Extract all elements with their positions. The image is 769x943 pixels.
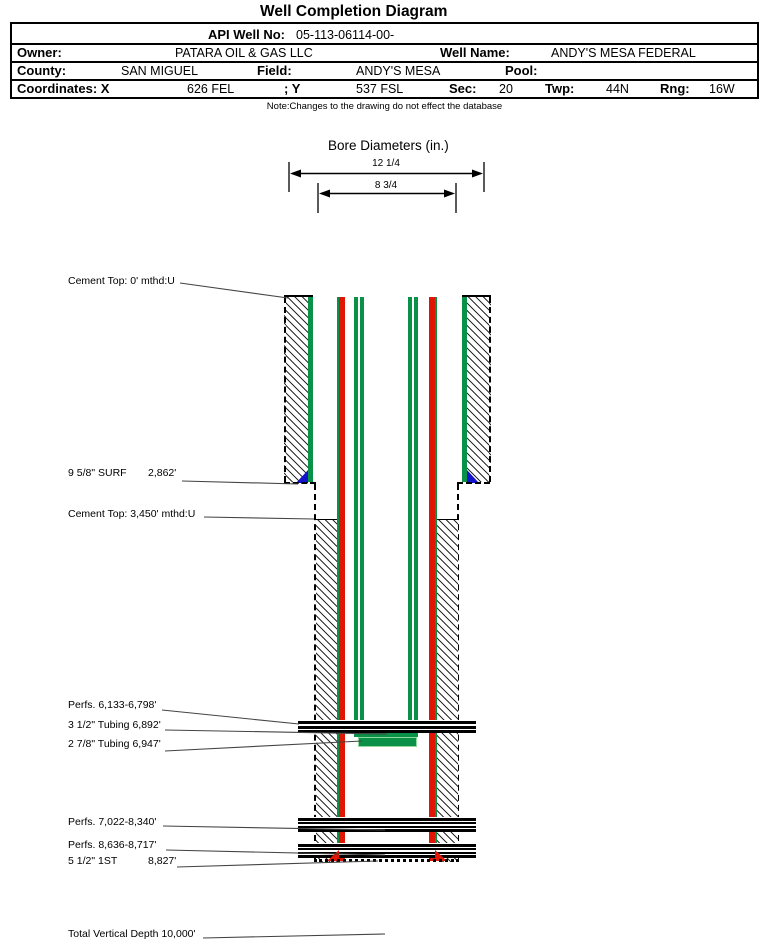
perfs-3-label: Perfs. 8,636-8,717' xyxy=(68,839,157,851)
twp-value: 44N xyxy=(606,82,629,96)
field-value: ANDY'S MESA xyxy=(356,64,441,78)
production-casing-edge-right xyxy=(435,297,437,861)
perforation-band-3 xyxy=(298,843,476,858)
leader-tvd xyxy=(202,933,386,939)
surface-shoe-marker-left xyxy=(296,470,308,483)
sec-value: 20 xyxy=(499,82,513,96)
perf-line xyxy=(298,721,476,724)
database-note: Note:Changes to the drawing do not effec… xyxy=(266,101,503,112)
bore-inner-dimension-label: 8 3/4 xyxy=(374,180,398,191)
perfs-1-label: Perfs. 6,133-6,798' xyxy=(68,699,157,711)
borehole-wall-left xyxy=(314,484,316,861)
cement-top-production-label: Cement Top: 3,450' mthd:U xyxy=(68,508,196,520)
wellhead-top-edge-right xyxy=(462,295,491,297)
tubing-35-label: 3 1/2" Tubing 6,892' xyxy=(68,719,161,731)
surface-shoe-marker-right xyxy=(467,470,479,483)
production-cement-right xyxy=(437,519,458,862)
well-info-table: API Well No: 05-113-06114-00- Owner: PAT… xyxy=(10,22,759,99)
perf-line xyxy=(298,818,476,821)
surface-casing-right xyxy=(462,297,467,482)
county-label: County: xyxy=(17,63,67,78)
production-casing-depth: 8,827' xyxy=(148,855,177,867)
wellhead-top-edge-left xyxy=(284,295,313,297)
leader-cement-top-surface xyxy=(179,282,289,299)
arrowhead-left-icon xyxy=(290,169,301,178)
cement-top-surface-label: Cement Top: 0' mthd:U xyxy=(68,275,175,287)
perforation-band-1 xyxy=(298,720,476,733)
borehole-wall-right xyxy=(457,484,459,861)
perf-line xyxy=(298,825,476,829)
table-row-divider xyxy=(12,43,757,45)
coordinates-y-label: ; Y xyxy=(284,81,301,96)
tubing-278-wall-right xyxy=(408,297,412,739)
well-name-value: ANDY'S MESA FEDERAL xyxy=(551,46,696,60)
leader-surface-casing xyxy=(181,480,299,485)
perf-line xyxy=(298,821,476,825)
tubing-35-wall-right xyxy=(414,297,418,737)
production-shoe-marker-right xyxy=(435,850,447,861)
well-bottom-edge xyxy=(314,859,459,862)
surface-casing-label: 9 5/8" SURF xyxy=(68,467,127,479)
production-casing-left xyxy=(339,297,345,861)
coordinates-y-value: 537 FSL xyxy=(356,82,404,96)
tubing-278-wall-left xyxy=(360,297,364,739)
perforation-band-2 xyxy=(298,817,476,832)
leader-cement-top-production xyxy=(203,516,315,520)
well-name-label: Well Name: xyxy=(440,45,510,60)
county-value: SAN MIGUEL xyxy=(121,64,199,78)
coordinates-label: Coordinates: X xyxy=(17,81,110,96)
surface-cement-left xyxy=(284,297,308,482)
arrowhead-left-icon xyxy=(319,189,330,198)
twp-label: Twp: xyxy=(545,81,575,96)
rng-value: 16W xyxy=(709,82,735,96)
surface-shoe-step-left xyxy=(284,482,316,484)
perf-line xyxy=(298,730,476,733)
surface-casing-depth: 2,862' xyxy=(148,467,177,479)
owner-value: PATARA OIL & GAS LLC xyxy=(175,46,313,60)
perf-line xyxy=(298,844,476,847)
coordinates-x-value: 626 FEL xyxy=(187,82,235,96)
perf-line xyxy=(298,855,476,858)
bore-diameters-title: Bore Diameters (in.) xyxy=(328,138,449,153)
table-row-divider xyxy=(12,61,757,63)
table-row-divider xyxy=(12,79,757,81)
perf-line xyxy=(298,847,476,851)
perf-line xyxy=(298,851,476,855)
api-well-no-value: 05-113-06114-00- xyxy=(296,28,395,42)
tvd-label: Total Vertical Depth 10,000' xyxy=(68,928,196,940)
api-well-no-label: API Well No: xyxy=(207,27,285,42)
field-label: Field: xyxy=(257,63,292,78)
tubing-35-wall-left xyxy=(354,297,358,737)
page-title: Well Completion Diagram xyxy=(260,3,448,20)
perfs-2-label: Perfs. 7,022-8,340' xyxy=(68,816,157,828)
production-cement-left xyxy=(316,519,337,862)
owner-label: Owner: xyxy=(17,45,62,60)
pool-label: Pool: xyxy=(505,63,538,78)
surface-cement-right xyxy=(467,297,491,482)
surface-shoe-step-right xyxy=(457,482,490,484)
perf-line xyxy=(298,829,476,832)
arrowhead-right-icon xyxy=(444,189,455,198)
production-casing-edge-left xyxy=(337,297,339,861)
arrowhead-right-icon xyxy=(472,169,483,178)
bore-outer-dimension-label: 12 1/4 xyxy=(372,158,400,169)
tubing-278-label: 2 7/8" Tubing 6,947' xyxy=(68,738,161,750)
surface-casing-left xyxy=(308,297,313,482)
sec-label: Sec: xyxy=(449,81,477,96)
rng-label: Rng: xyxy=(660,81,690,96)
tubing-278-shoe-bar xyxy=(358,737,417,747)
production-casing-right xyxy=(429,297,435,861)
perf-line xyxy=(298,725,476,729)
production-casing-label: 5 1/2" 1ST xyxy=(68,855,118,867)
leader-perfs-1 xyxy=(161,709,300,725)
